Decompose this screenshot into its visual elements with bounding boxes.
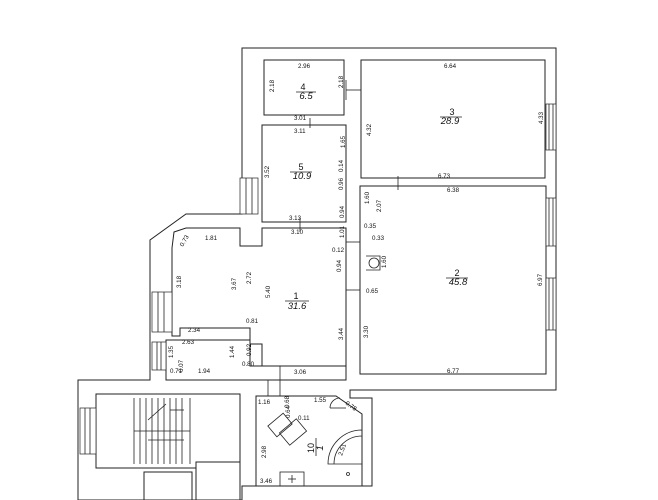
dim-3-52: 3.52 — [264, 165, 271, 178]
dim-0-12: 0.12 — [332, 247, 345, 254]
dim-1-81: 1.81 — [205, 235, 218, 242]
dim-0-94-b: 0.94 — [336, 259, 343, 272]
dim-1-65: 1.65 — [340, 135, 347, 148]
dim-2-07: 2.07 — [376, 199, 383, 212]
dim-3-11: 3.11 — [294, 128, 306, 135]
windows — [79, 103, 557, 455]
room-10-area: 1 — [315, 445, 326, 450]
dim-6-38: 6.38 — [447, 187, 460, 194]
dim-2-96: 2.96 — [298, 63, 311, 70]
dim-6-97: 6.97 — [537, 273, 544, 286]
room-4[interactable] — [263, 59, 345, 116]
room-10-number: 10 — [306, 443, 316, 453]
dim-5-40: 5.40 — [265, 285, 272, 298]
dim-0-65: 0.65 — [366, 288, 379, 295]
room-5-area: 10.9 — [293, 171, 312, 182]
dim-1-60-a: 1.60 — [364, 191, 371, 204]
dim-3-67: 3.67 — [231, 277, 238, 290]
lower-room-left — [143, 471, 193, 500]
dim-3-10: 3.10 — [291, 229, 304, 236]
dim-2-72: 2.72 — [246, 271, 253, 284]
dim-6-64: 6.64 — [444, 63, 457, 70]
dim-3-30: 3.30 — [363, 325, 370, 338]
room-4-number: 4 — [300, 82, 305, 92]
dim-0-14: 0.14 — [338, 159, 345, 172]
room-2[interactable] — [359, 185, 547, 375]
lower-room-right — [195, 461, 241, 500]
dim-3-13: 3.13 — [289, 215, 302, 222]
stair-treads — [133, 398, 191, 464]
room-5[interactable] — [261, 124, 347, 223]
dim-2-98: 2.98 — [261, 445, 268, 458]
dim-3-44: 3.44 — [338, 327, 345, 340]
dim-3-46: 3.46 — [260, 478, 273, 485]
dim-1-16: 1.16 — [258, 399, 271, 406]
niche-circle — [368, 257, 380, 269]
dim-0-80: 0.80 — [242, 361, 255, 368]
door-markers — [267, 80, 399, 396]
room-5-number: 5 — [298, 162, 303, 172]
room-1-area: 31.6 — [288, 301, 307, 312]
dim-1-55: 1.55 — [314, 397, 327, 404]
dim-3-18: 3.18 — [176, 275, 183, 288]
dim-2-34: 2.34 — [188, 327, 201, 334]
dim-1-01: 1.01 — [339, 225, 346, 238]
dim-0-96: 0.96 — [338, 177, 345, 190]
room-3-number: 3 — [449, 107, 454, 117]
dim-3-06: 3.06 — [294, 369, 307, 376]
dim-4-33: 4.33 — [538, 111, 545, 124]
room-4-area: 6.5 — [299, 91, 313, 102]
dim-0-33: 0.33 — [372, 235, 385, 242]
dim-1-44: 1.44 — [229, 345, 236, 358]
dim-0-81: 0.81 — [246, 318, 259, 325]
dim-1-35: 1.35 — [168, 345, 175, 358]
dim-0-68: 0.68 — [284, 395, 291, 408]
bathroom-fixtures — [267, 397, 363, 487]
dim-1-94: 1.94 — [198, 368, 211, 375]
dim-0-94-a: 0.94 — [339, 205, 346, 218]
dim-1-60-b: 1.60 — [381, 255, 388, 268]
dim-6-77: 6.77 — [447, 368, 460, 375]
room-1-number: 1 — [293, 291, 298, 301]
dim-4-32: 4.32 — [366, 123, 373, 136]
room-2-area: 45.8 — [449, 277, 468, 288]
niche — [366, 255, 381, 271]
dim-2-18-b: 2.18 — [338, 75, 345, 88]
dim-2-51: 2.51 — [337, 442, 348, 456]
dim-0-64: 0.64 — [285, 405, 292, 418]
room-3[interactable] — [360, 59, 546, 179]
dim-0-11: 0.11 — [298, 415, 310, 422]
room-2-number: 2 — [454, 268, 459, 278]
dim-3-01: 3.01 — [294, 115, 307, 122]
room-3-area: 28.9 — [440, 116, 460, 127]
dim-6-73: 6.73 — [438, 173, 451, 180]
dim-0-35: 0.35 — [364, 223, 377, 230]
dim-0-07: 0.07 — [178, 359, 185, 372]
corridor[interactable] — [165, 339, 347, 381]
dim-2-63: 2.63 — [182, 339, 195, 346]
dim-0-71: 0.71 — [170, 368, 183, 375]
dim-2-18-a: 2.18 — [269, 79, 276, 92]
dim-0-92: 0.92 — [246, 343, 253, 356]
